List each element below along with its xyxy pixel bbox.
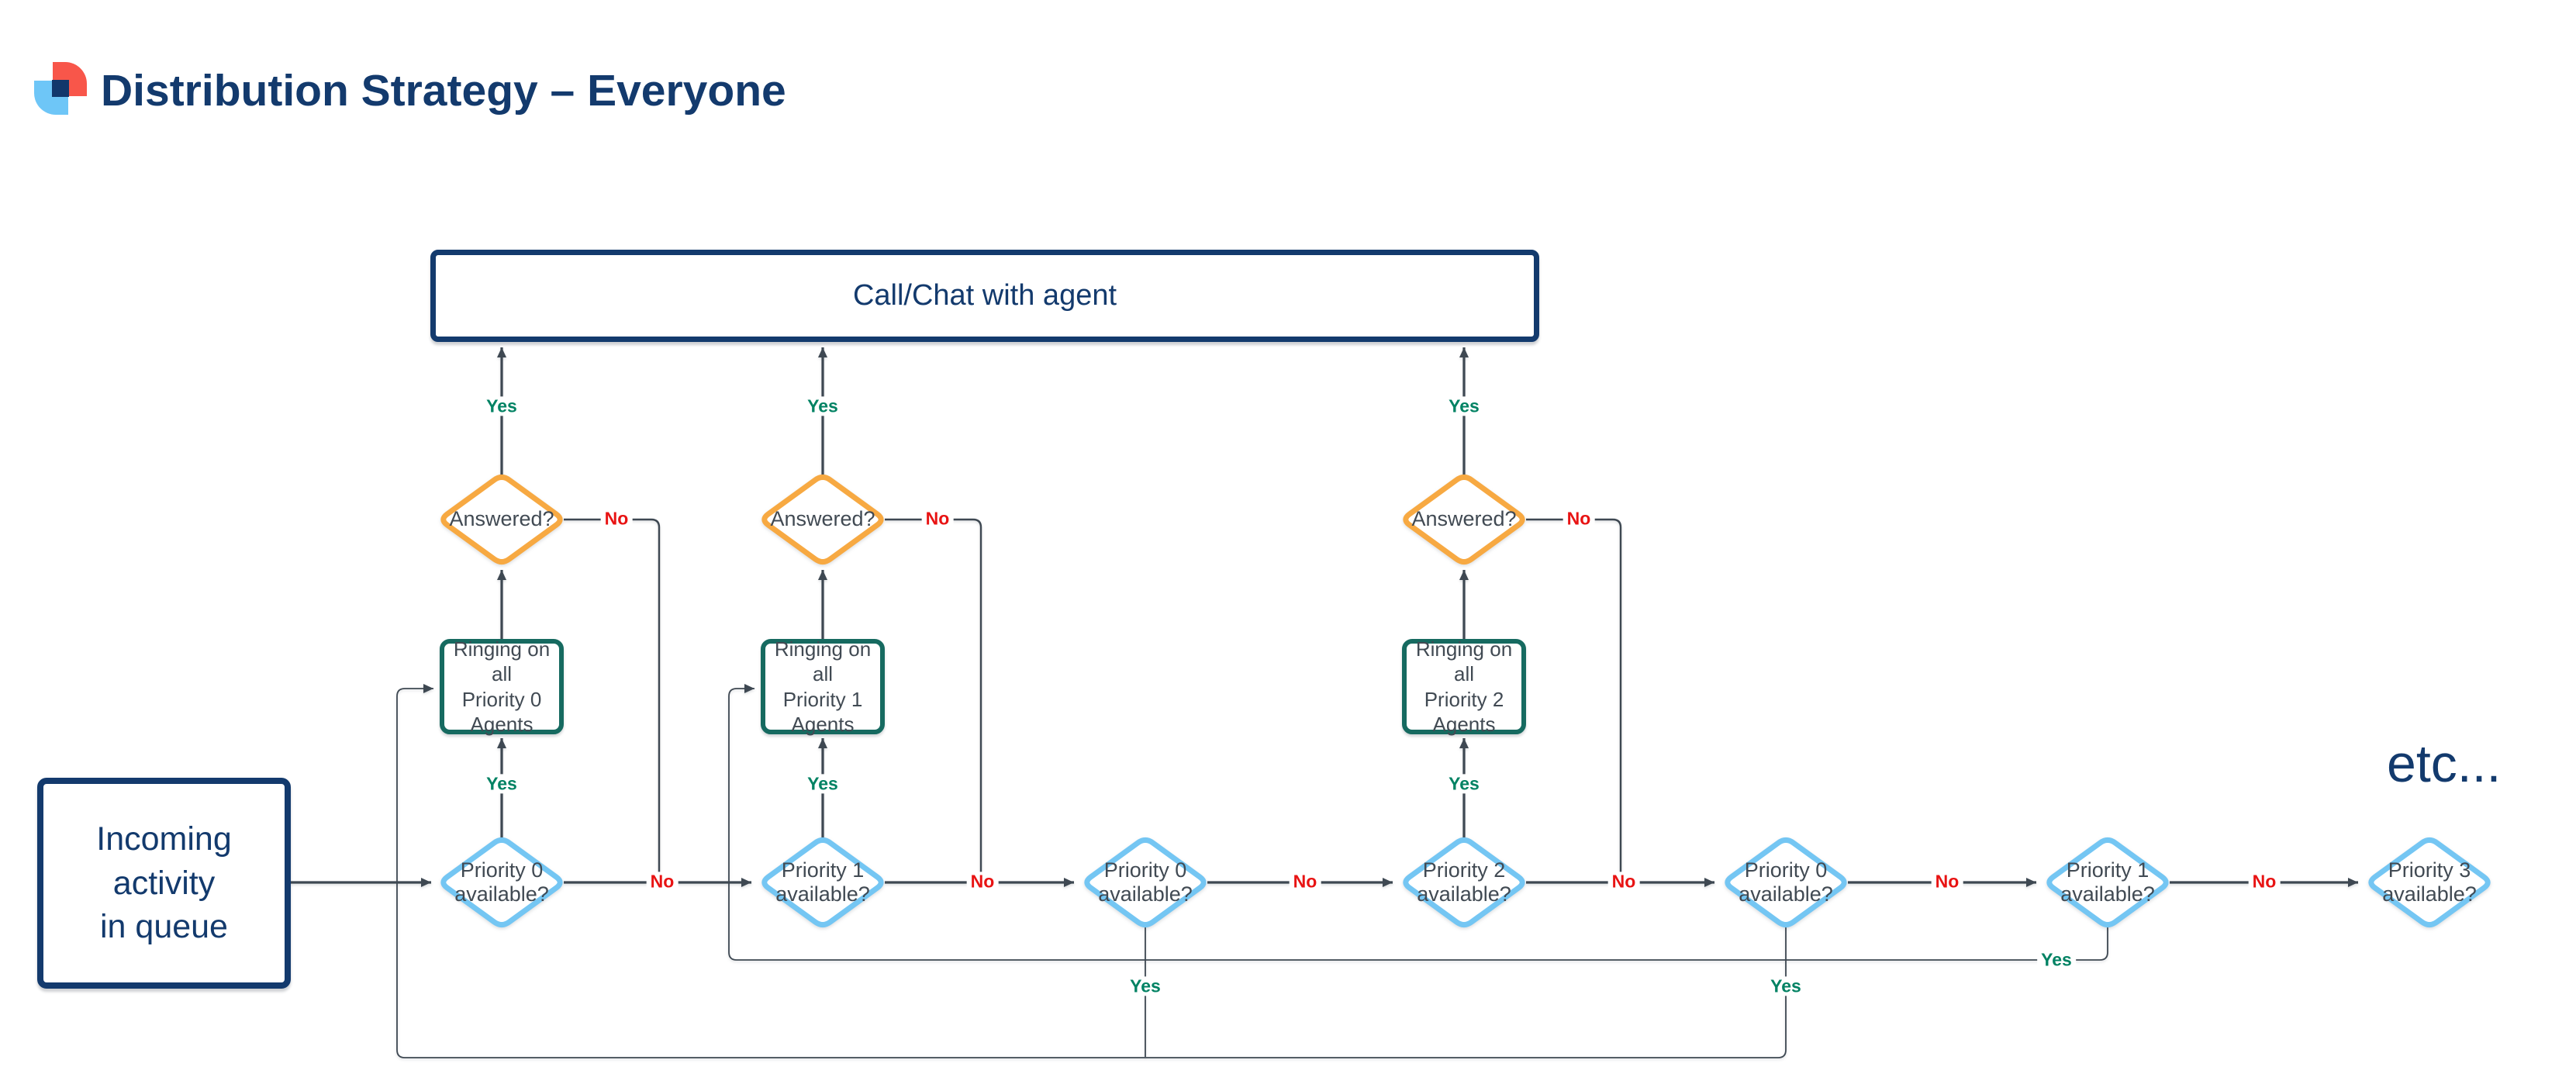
edge-label-no: No [646, 872, 679, 892]
node-label: Call/Chat with agent [852, 279, 1117, 312]
edge-label-yes: Yes [803, 774, 842, 794]
edge-label-no: No [1563, 509, 1595, 529]
decision-label: Priority 1 available? [775, 858, 870, 906]
decision-label: Priority 1 available? [2060, 858, 2155, 906]
decision-priority-available-1: Priority 0 available? [440, 837, 564, 928]
edge-label-yes: Yes [2037, 950, 2076, 970]
edge-label-yes: Yes [803, 396, 842, 416]
decision-priority-available-3: Priority 0 available? [1083, 837, 1207, 928]
edge-label-yes: Yes [482, 396, 521, 416]
edge-label-no: No [1931, 872, 1963, 892]
process-ringing-priority-0: Ringing on all Priority 0 Agents [440, 637, 564, 736]
edge-label-yes: Yes [482, 774, 521, 794]
node-call-chat-with-agent: Call/Chat with agent [430, 250, 1539, 342]
decision-priority-available-6: Priority 1 available? [2046, 837, 2170, 928]
edge-label-no: No [1607, 872, 1640, 892]
decision-label: Answered? [1411, 507, 1517, 531]
decision-priority-available-7: Priority 3 available? [2367, 837, 2491, 928]
decision-answered-1: Answered? [440, 474, 564, 565]
process-label: Ringing on all Priority 2 Agents [1415, 637, 1513, 736]
decision-label: Priority 0 available? [454, 858, 549, 906]
decision-answered-3: Answered? [1402, 474, 1526, 565]
decision-priority-available-4: Priority 2 available? [1402, 837, 1526, 928]
logo-navy-shape [52, 80, 69, 97]
edge-label-yes: Yes [1126, 976, 1165, 996]
decision-priority-available-2: Priority 1 available? [761, 837, 885, 928]
edge-label-yes: Yes [1445, 396, 1483, 416]
page-title: Distribution Strategy – Everyone [101, 66, 786, 116]
edge-label-no: No [921, 509, 954, 529]
edge-label-yes: Yes [1445, 774, 1483, 794]
process-ringing-priority-1: Ringing on all Priority 1 Agents [761, 637, 885, 736]
decision-label: Priority 2 available? [1417, 858, 1511, 906]
edge-label-yes: Yes [1766, 976, 1805, 996]
process-label: Ringing on all Priority 1 Agents [774, 637, 872, 736]
decision-answered-2: Answered? [761, 474, 885, 565]
node-label: Incoming activity in queue [96, 820, 232, 946]
node-incoming-activity: Incoming activity in queue [37, 778, 291, 989]
decision-label: Priority 3 available? [2382, 858, 2477, 906]
decision-label: Answered? [449, 507, 554, 531]
process-ringing-priority-2: Ringing on all Priority 2 Agents [1402, 637, 1526, 736]
process-label: Ringing on all Priority 0 Agents [453, 637, 551, 736]
edge-label-no: No [1289, 872, 1321, 892]
app-logo-icon [34, 62, 87, 115]
edge-label-no: No [600, 509, 633, 529]
decision-label: Answered? [770, 507, 875, 531]
edge-label-no: No [966, 872, 999, 892]
decision-label: Priority 0 available? [1739, 858, 1833, 906]
edge-label-no: No [2248, 872, 2281, 892]
decision-priority-available-5: Priority 0 available? [1724, 837, 1848, 928]
etc-annotation: etc... [2387, 734, 2502, 793]
decision-label: Priority 0 available? [1098, 858, 1193, 906]
